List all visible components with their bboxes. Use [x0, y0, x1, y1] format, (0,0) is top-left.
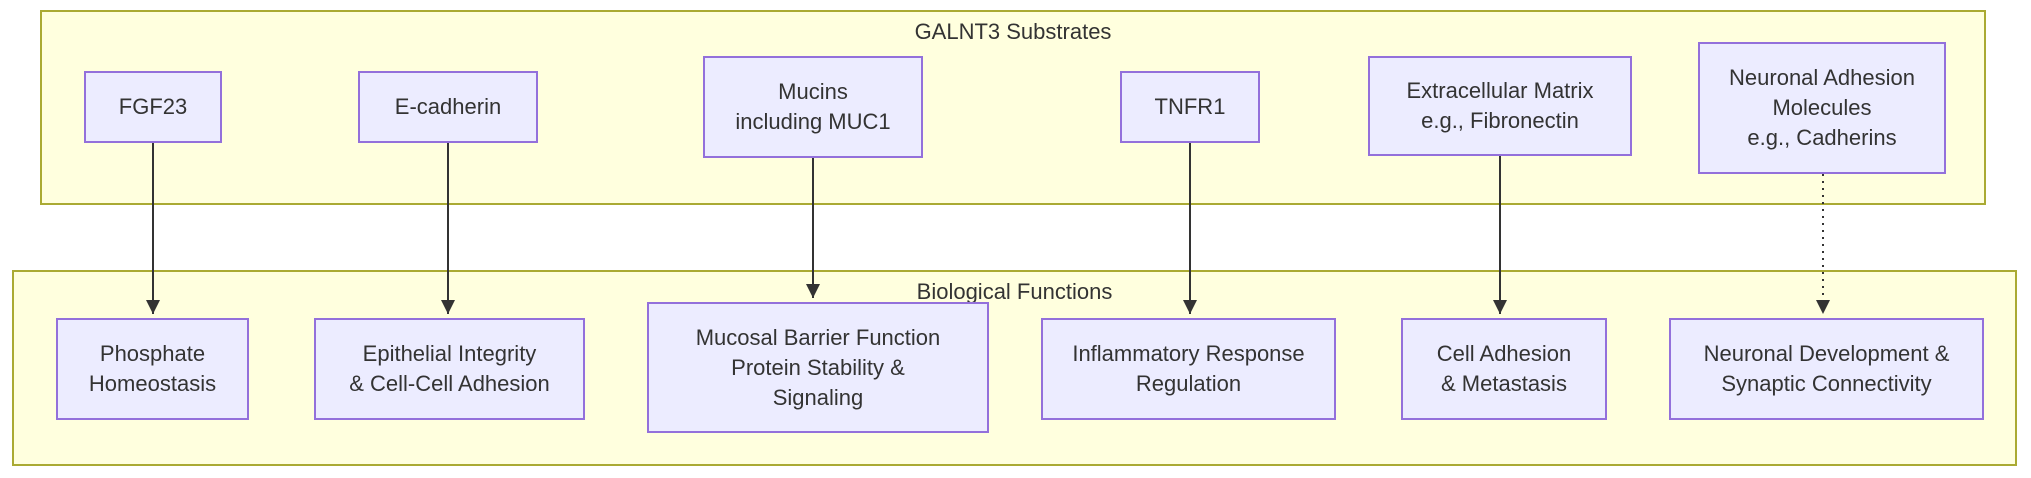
node-mucosal-barrier: Mucosal Barrier Function Protein Stabili… [647, 302, 989, 433]
node-epithelial-integrity: Epithelial Integrity & Cell-Cell Adhesio… [314, 318, 585, 420]
node-mucosal-barrier-label: Mucosal Barrier Function Protein Stabili… [695, 324, 941, 410]
node-cell-adhesion-metastasis: Cell Adhesion & Metastasis [1401, 318, 1607, 420]
node-e-cadherin-label: E-cadherin [394, 94, 502, 119]
node-fgf23-label: FGF23 [118, 94, 188, 119]
node-neuronal-adhesion-molecules: Neuronal Adhesion Molecules e.g., Cadher… [1698, 42, 1946, 174]
node-mucins-label: Mucins including MUC1 [735, 79, 891, 134]
node-mucins: Mucins including MUC1 [703, 56, 923, 158]
node-phosphate-homeostasis-label: Phosphate Homeostasis [88, 341, 217, 396]
node-inflammatory-response: Inflammatory Response Regulation [1041, 318, 1336, 420]
node-phosphate-homeostasis: Phosphate Homeostasis [56, 318, 249, 420]
node-neuronal-development-label: Neuronal Development & Synaptic Connecti… [1703, 341, 1950, 396]
node-neuronal-development: Neuronal Development & Synaptic Connecti… [1669, 318, 1984, 420]
node-extracellular-matrix: Extracellular Matrix e.g., Fibronectin [1368, 56, 1632, 156]
node-tnfr1-label: TNFR1 [1154, 94, 1226, 119]
node-fgf23: FGF23 [84, 71, 222, 143]
node-e-cadherin: E-cadherin [358, 71, 538, 143]
cluster-title-functions: Biological Functions [916, 279, 1113, 304]
node-inflammatory-response-label: Inflammatory Response Regulation [1072, 341, 1305, 396]
node-tnfr1: TNFR1 [1120, 71, 1260, 143]
cluster-galnt3-substrates: GALNT3 Substrates [40, 10, 1986, 205]
node-cell-adhesion-metastasis-label: Cell Adhesion & Metastasis [1436, 341, 1572, 396]
cluster-title-substrates: GALNT3 Substrates [914, 19, 1112, 44]
node-neuronal-adhesion-molecules-label: Neuronal Adhesion Molecules e.g., Cadher… [1729, 65, 1915, 150]
node-epithelial-integrity-label: Epithelial Integrity & Cell-Cell Adhesio… [349, 341, 550, 396]
node-extracellular-matrix-label: Extracellular Matrix e.g., Fibronectin [1406, 78, 1594, 133]
